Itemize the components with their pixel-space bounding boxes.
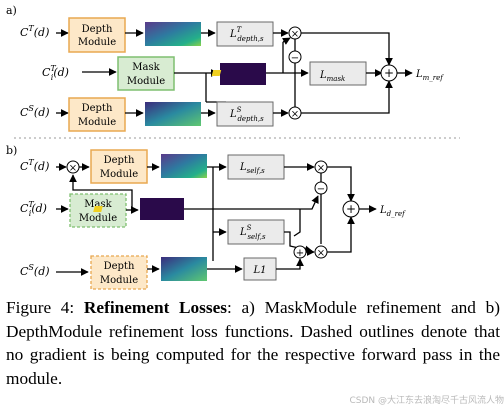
loss-depth-s — [216, 101, 274, 127]
minus-symbol: − — [317, 184, 325, 195]
depth-module-b-bottom — [90, 255, 148, 290]
mask-map-b — [140, 198, 184, 220]
multiply-symbol: × — [69, 163, 77, 174]
mask-blob-a — [211, 70, 222, 76]
multiply-symbol: × — [317, 163, 325, 174]
output-a: Lm_ref — [415, 69, 444, 82]
input-ct-b: CT(d) — [20, 158, 49, 173]
depth-module-b-bottom-label-1: Depth — [104, 261, 135, 272]
depth-module-top-label-1: Depth — [82, 24, 113, 35]
loss-self — [227, 154, 285, 180]
plus-symbol: + — [384, 66, 394, 80]
depth-module-b-bottom-label-2: Module — [100, 275, 138, 286]
depth-module-top — [68, 17, 126, 53]
depth-map-bottom — [145, 102, 201, 126]
mask-module-a — [117, 56, 175, 91]
mask-module-a-label-1: Mask — [132, 62, 160, 73]
plus-symbol: + — [296, 248, 304, 259]
minus-symbol: − — [291, 53, 299, 64]
panel-a-tag: a) — [6, 4, 17, 17]
plus-symbol: + — [346, 202, 356, 216]
input-cs-b: CS(d) — [20, 263, 50, 278]
loss-self-s — [227, 219, 285, 245]
depth-module-top-label-2: Module — [78, 37, 116, 48]
depth-module-b-top-label-2: Module — [100, 169, 138, 180]
input-cs: CS(d) — [20, 104, 50, 119]
panel-b-tag: b) — [6, 144, 17, 157]
mask-module-b-label-2: Module — [79, 213, 117, 224]
depth-map-b-bottom — [161, 257, 207, 281]
multiply-symbol: × — [291, 109, 299, 120]
depth-module-bottom-label-1: Depth — [82, 103, 113, 114]
depth-map-b-top — [161, 154, 207, 178]
loss-l1-label: L1 — [252, 265, 266, 276]
mask-module-b-label-1: Mask — [84, 199, 112, 210]
caption-prefix: Figure 4: — [6, 298, 84, 317]
figure-caption: Figure 4: Refinement Losses: a) MaskModu… — [6, 296, 500, 390]
multiply-symbol: × — [291, 29, 299, 40]
input-ct: CT(d) — [20, 24, 49, 39]
loss-depth-t — [216, 21, 274, 47]
depth-module-bottom — [68, 97, 126, 132]
watermark: CSDN @大江东去浪淘尽千古风流人物 — [349, 396, 504, 406]
depth-module-b-top-label-1: Depth — [104, 155, 135, 166]
mask-map-a — [220, 63, 266, 85]
multiply-symbol: × — [317, 248, 325, 259]
caption-body: : a) MaskModule refinement and b) DepthM… — [6, 298, 500, 388]
depth-map-top — [145, 22, 201, 46]
mask-blob-b — [93, 206, 103, 212]
caption-title: Refinement Losses — [83, 298, 228, 317]
mask-module-a-label-2: Module — [127, 76, 165, 87]
depth-module-bottom-label-2: Module — [78, 117, 116, 128]
output-b: Ld_ref — [379, 205, 406, 218]
